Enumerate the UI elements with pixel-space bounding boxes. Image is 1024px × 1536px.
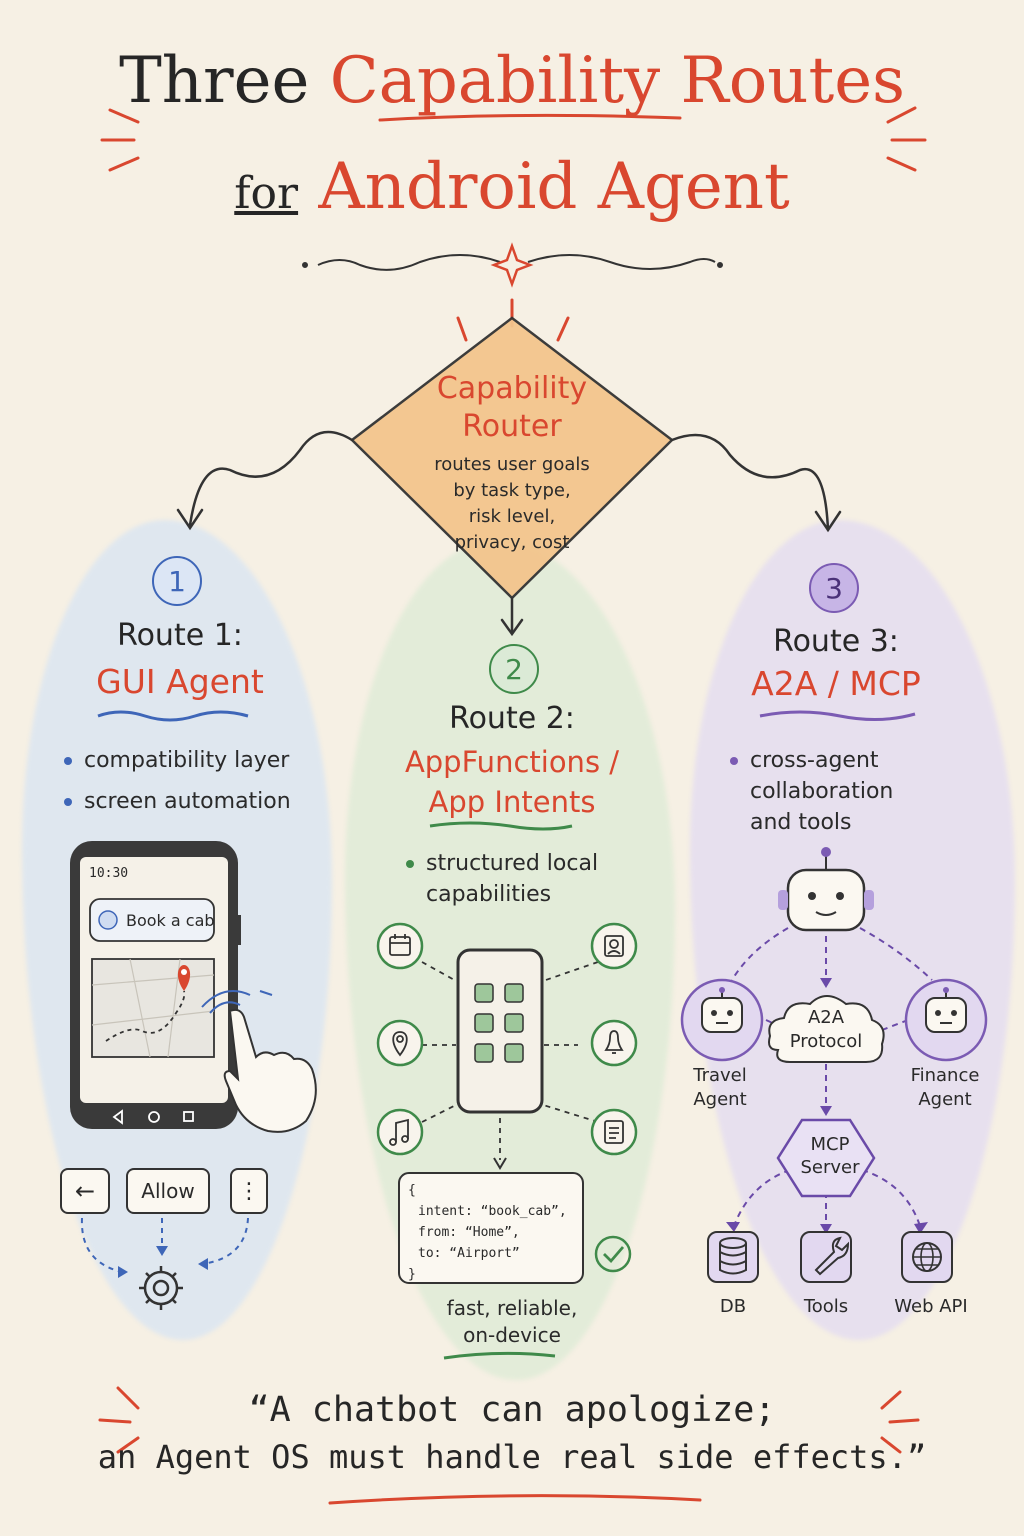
route3-heading: Route 3: — [773, 624, 899, 659]
gear-icon — [139, 1266, 183, 1310]
more-button[interactable]: ⋮ — [230, 1168, 268, 1214]
route3-agent-network — [680, 847, 988, 1283]
title-line-2: for Android Agent — [0, 150, 1024, 224]
finance-robot-icon — [904, 978, 988, 1062]
router-title: Capability Router — [436, 371, 588, 444]
route2-name: AppFunctions / App Intents — [404, 745, 620, 819]
route2-footer: fast, reliable, on-device — [446, 1296, 578, 1347]
calendar-icon — [389, 934, 411, 956]
mcp-server-label: MCP Server — [800, 1134, 860, 1178]
title-capability-routes: Capability Routes — [329, 44, 905, 118]
route3-name: A2A / MCP — [751, 664, 921, 703]
route1-bullets: compatibility layer screen automation — [64, 745, 324, 817]
route1-book-cab-chip[interactable]: Book a cab — [126, 911, 215, 930]
check-circle-icon — [594, 1235, 632, 1273]
main-robot-icon — [778, 847, 874, 932]
location-pin-icon — [392, 1031, 408, 1057]
route1-heading: Route 1: — [117, 618, 243, 653]
route1-gear-flow — [80, 1217, 249, 1310]
contact-icon — [604, 935, 624, 957]
route1-name: GUI Agent — [96, 662, 264, 701]
tool-tools-label: Tools — [803, 1296, 849, 1317]
route2-badge: 2 — [489, 644, 539, 694]
travel-robot-icon — [680, 978, 764, 1062]
quote-line-1: “A chatbot can apologize; — [248, 1390, 776, 1430]
route1-phone-illustration — [70, 841, 317, 1133]
route2-heading: Route 2: — [449, 701, 575, 736]
route1-bullet-1: compatibility layer — [64, 745, 324, 776]
title-line-1: Three Capability Routes — [0, 44, 1024, 118]
tool-db-label: DB — [719, 1296, 747, 1317]
more-vertical-icon: ⋮ — [238, 1178, 260, 1204]
globe-icon — [901, 1231, 953, 1283]
title-for: for — [234, 168, 299, 219]
title-android-agent: Android Agent — [318, 150, 790, 224]
route2-bullet: structured local capabilities — [406, 848, 666, 910]
allow-button[interactable]: Allow — [126, 1168, 210, 1214]
tool-webapi-label: Web API — [894, 1296, 968, 1317]
route2-app-diagram — [376, 922, 638, 1170]
route2-code-box — [398, 1172, 632, 1284]
route1-bullet-2: screen automation — [64, 786, 324, 817]
arrow-left-icon: ← — [74, 1177, 96, 1205]
list-doc-icon — [604, 1120, 624, 1144]
travel-agent-label: Travel Agent — [693, 1065, 747, 1110]
database-icon — [707, 1231, 759, 1283]
route3-badge: 3 — [809, 563, 859, 613]
hexagon-icon — [776, 1118, 876, 1198]
music-note-icon — [389, 1118, 409, 1146]
router-description: routes user goals by task type, risk lev… — [434, 454, 590, 553]
bell-icon — [604, 1030, 624, 1054]
route1-phone-time: 10:30 — [89, 866, 129, 881]
cloud-icon — [768, 995, 885, 1063]
quote-line-2: an Agent OS must handle real side effect… — [97, 1438, 927, 1476]
a2a-protocol-label: A2A Protocol — [789, 1007, 863, 1052]
finance-agent-label: Finance Agent — [910, 1065, 980, 1110]
title-three: Three — [119, 44, 310, 118]
route3-bullet: cross-agent collaboration and tools — [730, 745, 990, 838]
route2-code: { intent: “book_cab”, from: “Home”, to: … — [408, 1183, 567, 1282]
back-button[interactable]: ← — [60, 1168, 110, 1214]
wrench-icon — [800, 1231, 852, 1283]
route1-badge: 1 — [152, 556, 202, 606]
